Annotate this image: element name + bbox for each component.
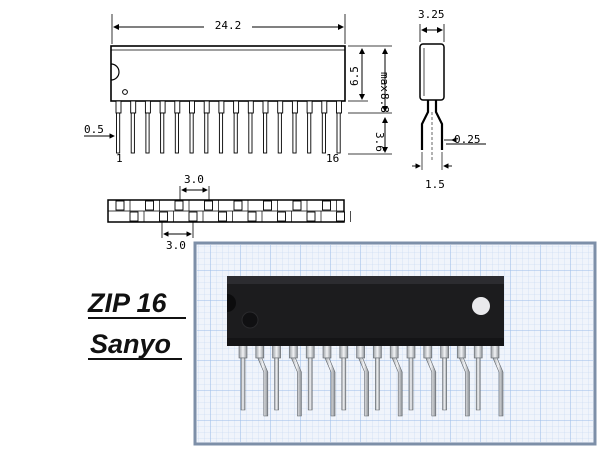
photo-lead-3 [272,343,281,411]
lead-9 [233,100,240,154]
pad-top-3 [174,200,184,211]
lead-spacing-label: 1.5 [425,178,445,191]
manufacturer-name: Sanyo [90,329,171,359]
pad-bottom-5 [247,211,257,222]
pitch-top-label: 3.0 [184,173,204,186]
pad-top-6 [263,200,272,211]
pad-top-2 [145,200,154,211]
photo-lead-7 [339,343,349,411]
photo-lead-1 [238,343,248,411]
lead-width-label: 0.5 [84,123,104,136]
photo-notch [227,294,236,312]
pad-bottom-3 [188,211,198,222]
body-height-label: 6.5 [348,66,361,86]
package-labels: ZIP 16 Sanyo [87,288,186,360]
lead-2 [130,100,137,154]
photo-lead-5 [305,343,315,411]
pad-top-5 [233,200,243,211]
pad-bottom-7 [306,211,316,222]
photo-lead-9 [373,343,382,411]
lead-16 [336,100,342,154]
max-height-label: 8.8 [378,93,391,113]
side-view-drawing: 3.25 0.25 1.5 [412,8,486,191]
chip-photo [193,241,597,446]
pitch-bottom-label: 3.0 [166,239,186,252]
photo-leads [238,343,504,417]
lead-7 [203,100,210,154]
pad-top-4 [204,200,213,211]
photo-pin1-mark [241,311,259,329]
pad-top-8 [322,200,331,211]
photo-lead-11 [406,343,416,411]
lead-thickness-label: 0.25 [454,133,481,146]
side-width-label: 3.25 [418,8,445,21]
orientation-notch [110,63,120,81]
pad-bottom-1 [129,211,139,222]
photo-lead-6 [322,343,336,417]
pad-bottom-6 [277,211,286,222]
length-dimension: 24.2 [215,19,242,32]
lead-length-label: 3.6 [373,132,386,152]
lead-13 [291,100,298,154]
lead-10 [247,100,254,154]
max-label: max [378,72,391,92]
pad-bottom-4 [218,211,227,222]
lead-8 [218,100,225,154]
pin-last-label: 16 [326,152,339,165]
photo-chip-body [227,276,504,346]
pad-top-1 [115,200,125,211]
pin1-dot [122,89,128,95]
lead-15 [321,100,328,154]
photo-lead-4 [289,343,302,417]
side-body-outline [419,43,445,101]
pad-top-7 [292,200,302,211]
lead-4 [159,100,166,154]
lead-14 [306,100,313,154]
lead-11 [262,100,269,154]
bottom-pads [115,200,351,222]
photo-ejector-mark [472,297,490,315]
lead-5 [174,100,181,154]
pad-bottom-2 [159,211,168,222]
top-view-drawing: 24.2 0.5 1 16 6.5 max 8.8 3.6 [84,14,392,165]
lead-1 [115,100,122,154]
package-name: ZIP 16 [87,288,168,318]
pin-first-label: 1 [116,152,123,165]
chip-body-outline [110,45,346,102]
lead-3 [144,100,151,154]
lead-12 [277,100,284,154]
lead-6 [189,100,195,154]
lead-row [115,100,342,154]
bottom-view-drawing: 3.0 3.0 [107,173,351,252]
pad-bottom-8 [336,211,345,222]
